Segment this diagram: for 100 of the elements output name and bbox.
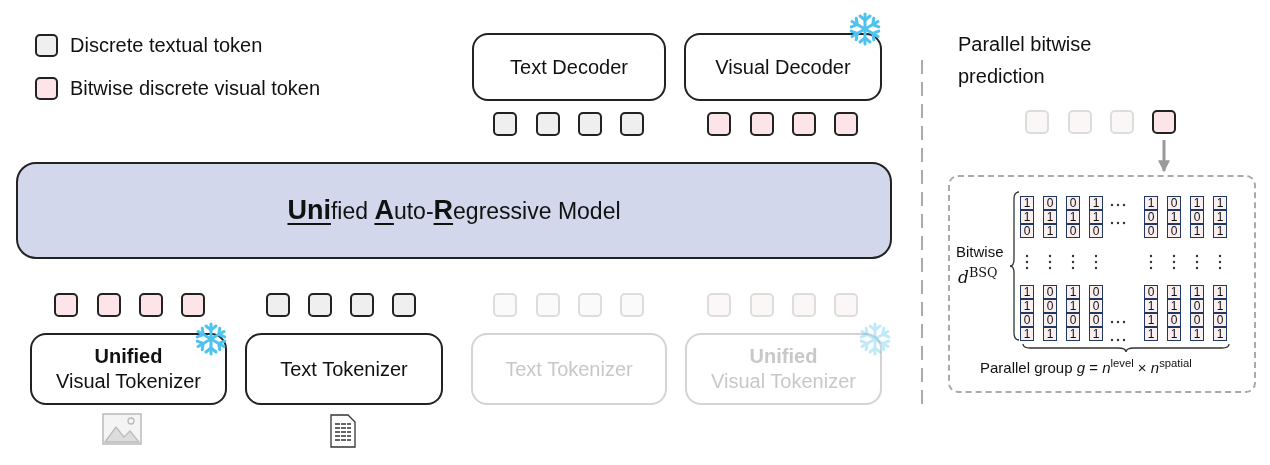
legend-label: Discrete textual token	[70, 33, 263, 58]
bit-cell: 1	[1020, 299, 1034, 313]
bit-cell: 0	[1089, 285, 1103, 299]
bit-cell: 1	[1043, 224, 1057, 238]
token-square	[578, 293, 602, 317]
token-square	[707, 112, 731, 136]
bit-cell: 1	[1144, 299, 1158, 313]
bit-cell: 1	[1089, 196, 1103, 210]
module-label: Text Decoder	[510, 54, 628, 80]
token-square	[834, 112, 858, 136]
bit-cell: 1	[1213, 285, 1227, 299]
token-square	[1025, 110, 1049, 134]
bit-cell: 0	[1020, 224, 1034, 238]
bit-cell: 1	[1020, 285, 1034, 299]
bit-cell: 1	[1190, 327, 1204, 341]
token-square	[1110, 110, 1134, 134]
module-label: Visual Decoder	[715, 54, 851, 80]
module-box	[30, 333, 227, 405]
module-box	[685, 333, 882, 405]
bit-cell: 0	[1167, 196, 1181, 210]
math-label: d$^{BSQ}$	[958, 265, 998, 289]
bit-cell: 1	[1190, 285, 1204, 299]
bit-cell: 1	[1089, 210, 1103, 224]
model-box	[16, 162, 892, 259]
bit-cell: 0	[1043, 313, 1057, 327]
module-label: Visual Tokenizer	[56, 369, 201, 394]
bit-cell: 0	[1043, 285, 1057, 299]
token-square	[620, 293, 644, 317]
bit-cell: 1	[1190, 224, 1204, 238]
arrow	[1158, 140, 1170, 173]
group-caption: Parallel group g = n$^{level}$ × n$^{spatial}$	[980, 357, 1192, 378]
token-square	[392, 293, 416, 317]
bit-cell: 1	[1213, 299, 1227, 313]
token-square	[266, 293, 290, 317]
token-square	[308, 293, 332, 317]
bit-cell: 1	[1043, 327, 1057, 341]
bit-cell: 0	[1089, 299, 1103, 313]
token-square	[750, 293, 774, 317]
token-square	[181, 293, 205, 317]
token-square	[620, 112, 644, 136]
bit-cell: 0	[1190, 299, 1204, 313]
token-square	[1152, 110, 1176, 134]
token-square	[834, 293, 858, 317]
bit-cell: 0	[1190, 210, 1204, 224]
bit-cell: 0	[1020, 313, 1034, 327]
bit-cell: 1	[1213, 327, 1227, 341]
token-square	[750, 112, 774, 136]
bit-cell: 0	[1167, 224, 1181, 238]
token-square	[792, 293, 816, 317]
bit-cell: 0	[1066, 313, 1080, 327]
model-label: Unified Auto-Regressive Model	[287, 194, 621, 228]
bit-cell: 1	[1167, 285, 1181, 299]
module-box	[245, 333, 443, 405]
bit-cell: 0	[1144, 224, 1158, 238]
bit-cell: 1	[1144, 313, 1158, 327]
bit-cell: 1	[1213, 196, 1227, 210]
bit-cell: 0	[1144, 210, 1158, 224]
bit-cell: 1	[1167, 299, 1181, 313]
legend-label: Bitwise discrete visual token	[70, 76, 321, 101]
bit-cell: 0	[1144, 285, 1158, 299]
bit-cell: 1	[1144, 196, 1158, 210]
bit-cell: 1	[1144, 327, 1158, 341]
bit-cell: 0	[1213, 313, 1227, 327]
bit-cell: 0	[1167, 313, 1181, 327]
token-square	[493, 293, 517, 317]
bit-cell: 1	[1066, 299, 1080, 313]
axis-label: Bitwise	[956, 242, 1004, 262]
module-label: Unified	[94, 344, 163, 369]
bit-cell: 1	[1089, 327, 1103, 341]
bit-cell: 1	[1066, 327, 1080, 341]
bit-cell: 1	[1066, 285, 1080, 299]
bit-cell: 0	[1043, 299, 1057, 313]
bit-cell: 0	[1043, 196, 1057, 210]
bit-cell: 1	[1213, 224, 1227, 238]
bit-cell: 1	[1020, 210, 1034, 224]
module-box	[471, 333, 667, 405]
token-square	[536, 293, 560, 317]
token-square	[139, 293, 163, 317]
bit-cell: 0	[1089, 224, 1103, 238]
bit-cell: 0	[1066, 224, 1080, 238]
bit-cell: 1	[1043, 210, 1057, 224]
module-label: Text Tokenizer	[280, 356, 408, 382]
token-square	[54, 293, 78, 317]
bit-cell: 1	[1190, 196, 1204, 210]
token-square	[578, 112, 602, 136]
bit-cell: 1	[1213, 210, 1227, 224]
token-square	[493, 112, 517, 136]
module-box	[684, 33, 882, 101]
module-box	[472, 33, 666, 101]
bit-cell: 1	[1167, 210, 1181, 224]
token-square	[350, 293, 374, 317]
token-square	[536, 112, 560, 136]
bit-cell: 1	[1167, 327, 1181, 341]
bit-cell: 0	[1190, 313, 1204, 327]
token-square	[792, 112, 816, 136]
token-square	[707, 293, 731, 317]
token-square	[97, 293, 121, 317]
bit-cell: 1	[1020, 196, 1034, 210]
bit-cell: 0	[1089, 313, 1103, 327]
token-square	[1068, 110, 1092, 134]
